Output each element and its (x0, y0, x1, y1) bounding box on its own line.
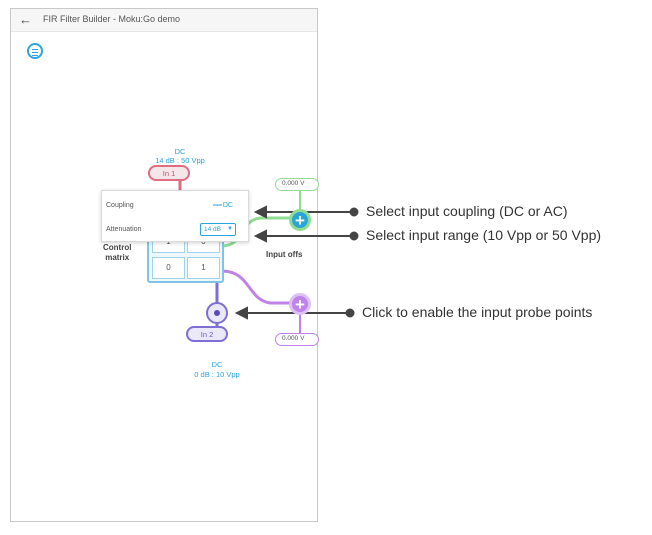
in1-range-text: 14 dB : 50 Vpp (155, 156, 205, 165)
probe-dot-icon (214, 310, 220, 316)
annotation-range: Select input range (10 Vpp or 50 Vpp) (366, 227, 602, 243)
control-matrix-label: Control matrix (103, 243, 131, 263)
in1-coupling-text: DC (174, 147, 186, 156)
caret-down-icon: ▼ (227, 226, 233, 232)
annotation-coupling: Select input coupling (DC or AC) (366, 203, 568, 219)
probe-point-button[interactable] (206, 302, 228, 324)
offset-box-1[interactable]: 0.000 V (275, 178, 319, 191)
arrow-left-icon[interactable]: ← (19, 12, 32, 27)
matrix-label-line2: matrix (105, 253, 130, 262)
input-settings-popup: Coupling ══ DC Attenuation 14 dB ▼ (101, 190, 249, 242)
input-offset-label: Input offs (266, 250, 303, 259)
hamburger-circle-icon[interactable] (27, 43, 43, 59)
coupling-value: DC (222, 202, 233, 209)
matrix-cell-22[interactable]: 1 (187, 257, 220, 279)
plus-icon[interactable]: + (289, 209, 311, 231)
attenuation-select[interactable]: 14 dB ▼ (200, 223, 236, 236)
input2-pill[interactable]: In 2 (186, 326, 228, 342)
app-window: ← FIR Filter Builder - Moku:Go demo (10, 8, 318, 522)
plus-icon[interactable]: + (289, 293, 311, 315)
coupling-toggle[interactable]: ══ DC (213, 202, 233, 209)
input1-pill[interactable]: In 1 (148, 165, 190, 181)
matrix-cell-21[interactable]: 0 (152, 257, 185, 279)
window-title: FIR Filter Builder - Moku:Go demo (43, 14, 181, 24)
coupling-dc-icon: ══ (213, 202, 222, 209)
in2-coupling-text: DC (211, 360, 223, 369)
coupling-label: Coupling (106, 202, 134, 209)
in2-range-text: 0 dB : 10 Vpp (194, 370, 240, 379)
annotation-probe: Click to enable the input probe points (362, 304, 593, 320)
matrix-label-line1: Control (103, 243, 132, 252)
offset-box-2[interactable]: 0.000 V (275, 333, 319, 346)
attenuation-value: 14 dB (204, 226, 221, 233)
attenuation-label: Attenuation (106, 226, 142, 233)
title-bar: ← FIR Filter Builder - Moku:Go demo (11, 9, 317, 32)
